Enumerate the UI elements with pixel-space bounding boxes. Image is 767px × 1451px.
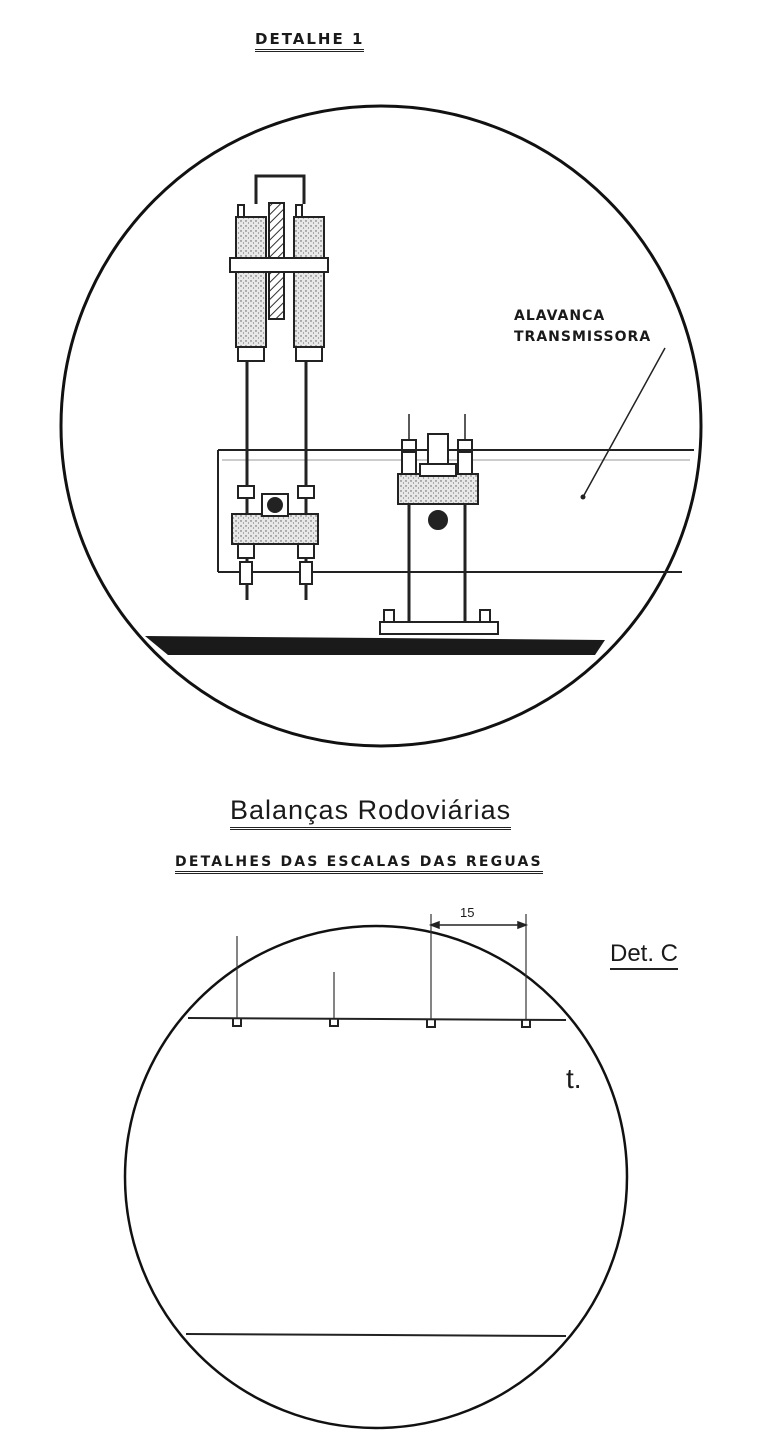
detail-1-drawing — [59, 104, 703, 748]
detail-c-circle — [123, 924, 629, 1430]
ground-plate — [145, 636, 605, 655]
scale-notches — [232, 1018, 531, 1028]
section-subtitle: DETALHES DAS ESCALAS DAS REGUAS — [175, 854, 543, 874]
transmitting-lever — [217, 449, 694, 573]
lever-label-line2: TRANSMISSORA — [514, 329, 652, 345]
detail-1-title: DETALHE 1 — [255, 30, 365, 52]
detail-1-circle — [59, 104, 703, 748]
scale-bottom-edge — [185, 1333, 567, 1337]
lever-label-line1: ALAVANCA — [514, 308, 606, 324]
dimension-line — [428, 920, 529, 930]
lever-leader-line — [582, 347, 666, 498]
scale-top-edge — [187, 1017, 567, 1021]
section-title: Balanças Rodoviárias — [230, 795, 512, 830]
thickness-label: t. — [566, 1063, 582, 1094]
support-assembly — [379, 414, 499, 635]
suspension-assembly — [229, 174, 329, 600]
dimension-label: 15 — [460, 905, 475, 920]
detail-c-title: Det. C — [610, 940, 679, 970]
